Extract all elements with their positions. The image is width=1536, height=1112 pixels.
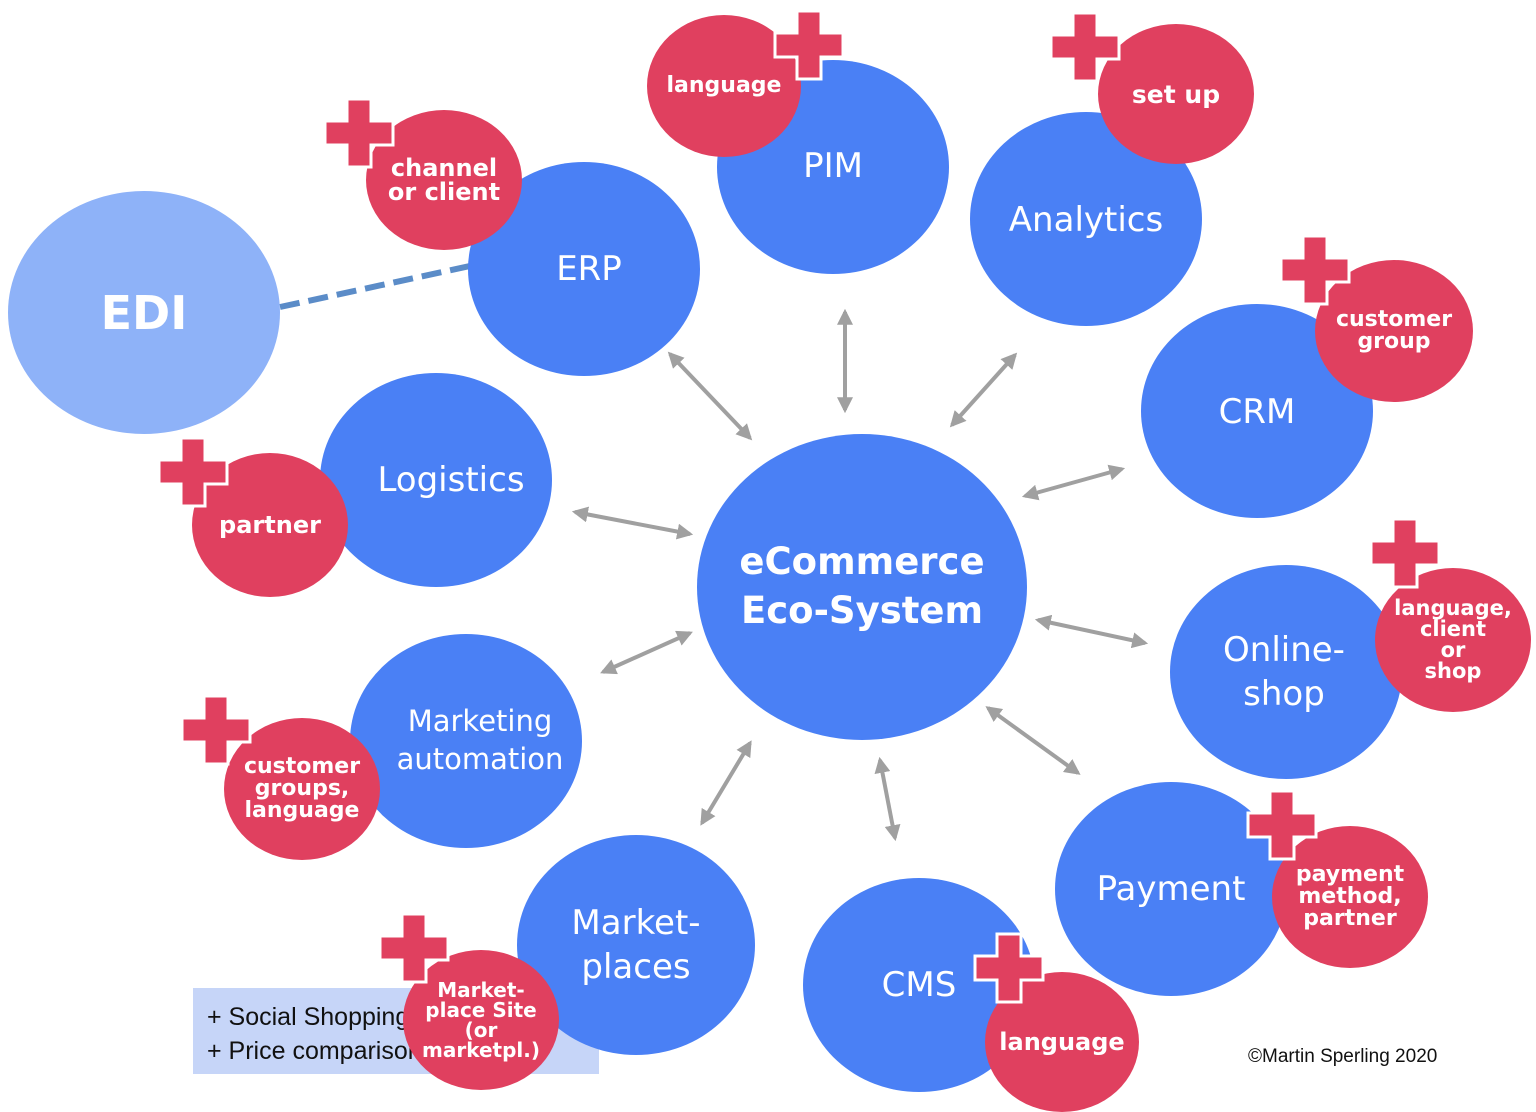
extension-label-payment: payment method, partner (1295, 862, 1405, 931)
system-node-onlineshop: Online- shop (1170, 565, 1402, 779)
extension-label-marketplaces: Market- place Site (or marketpl.) (422, 978, 540, 1062)
arrow-payment (985, 706, 1081, 775)
extension-bubble-payment: payment method, partner (1272, 826, 1428, 968)
extension-label-crm: customer group (1335, 307, 1453, 354)
extension-label-analytics: set up (1131, 79, 1221, 109)
arrow-crm (1021, 464, 1126, 501)
plus-icon (1279, 234, 1351, 306)
system-node-analytics: Analytics (970, 112, 1202, 326)
extension-label-marketing: customer groups, language (243, 754, 361, 823)
plus-icon (157, 436, 229, 508)
extension-bubble-analytics: set up (1098, 24, 1254, 164)
system-label-payment: Payment (1096, 868, 1246, 909)
system-label-marketplaces: Market- places (571, 902, 701, 987)
plus-icon (773, 9, 845, 81)
arrow-marketplaces (700, 740, 752, 826)
edi-node: EDI (8, 191, 280, 434)
plus-icon (323, 97, 395, 169)
arrow-analytics (949, 352, 1018, 428)
ecosystem-center-label: eCommerce Eco-System (739, 540, 985, 632)
arrow-onlineshop (1034, 614, 1149, 649)
edi-label: EDI (100, 285, 188, 340)
extension-label-onlineshop: language, client or shop (1394, 596, 1512, 683)
extension-label-logistics: partner (219, 511, 321, 539)
plus-icon (180, 694, 252, 766)
system-node-marketing: Marketing automation (350, 634, 582, 848)
system-label-marketing: Marketing automation (396, 704, 564, 776)
extension-label-pim: language (666, 73, 782, 98)
plus-icon (973, 932, 1045, 1004)
ecosystem-center-node: eCommerce Eco-System (697, 434, 1027, 740)
system-label-logistics: Logistics (377, 459, 525, 500)
system-label-erp: ERP (556, 248, 622, 289)
plus-icon (1369, 517, 1441, 589)
system-label-pim: PIM (803, 145, 863, 186)
system-label-cms: CMS (881, 964, 957, 1005)
extension-bubble-crm: customer group (1315, 260, 1473, 402)
extension-label-erp: channel or client (387, 154, 501, 206)
legend-social-shopping: + Social Shopping (207, 1003, 410, 1031)
system-label-onlineshop: Online- shop (1223, 629, 1345, 714)
edi-erp-link (279, 263, 471, 310)
plus-icon (1246, 789, 1318, 861)
arrow-erp (667, 351, 753, 441)
system-label-crm: CRM (1218, 391, 1296, 432)
arrow-logistics (571, 506, 694, 540)
system-label-analytics: Analytics (1008, 199, 1164, 240)
arrow-marketing (600, 630, 693, 675)
extension-bubble-onlineshop: language, client or shop (1375, 568, 1531, 712)
plus-icon (1049, 11, 1121, 83)
copyright-notice: ©Martin Sperling 2020 (1248, 1046, 1438, 1067)
extension-bubble-marketing: customer groups, language (224, 718, 380, 860)
extension-label-cms: language (999, 1028, 1125, 1056)
arrow-cms (874, 756, 901, 842)
plus-icon (378, 912, 450, 984)
extension-bubble-marketplaces: Market- place Site (or marketpl.) (403, 950, 559, 1090)
system-node-logistics: Logistics (320, 373, 552, 587)
